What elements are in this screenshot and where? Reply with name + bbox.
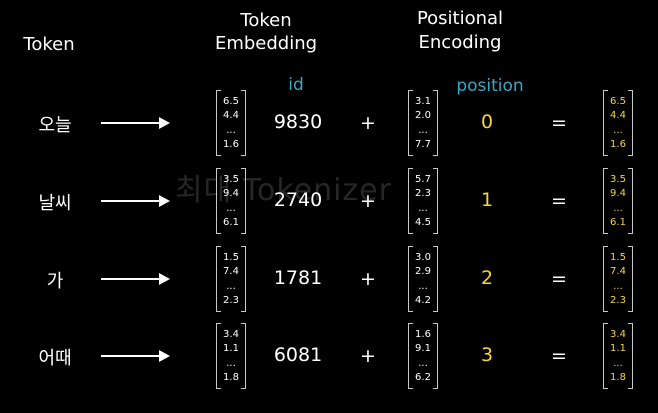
position-value: 2: [480, 267, 494, 289]
vector-value: 9.4: [223, 188, 239, 200]
vector-value: 1.5: [610, 252, 626, 263]
equals-sign: =: [551, 112, 567, 134]
position-value: 3: [480, 344, 494, 366]
token-id: 6081: [273, 344, 323, 366]
header-token-embedding-line1: Token: [240, 10, 292, 31]
vector-value: ...: [226, 357, 236, 369]
vector-value: ...: [418, 202, 428, 214]
vector-value: 7.4: [223, 266, 239, 278]
plus-sign: +: [360, 345, 376, 367]
arrow-icon: [101, 117, 170, 129]
vector-value: 6.1: [223, 216, 239, 228]
vector-value: 9.4: [610, 188, 626, 200]
plus-sign: +: [360, 268, 376, 290]
encoding-vector: 3.0 2.9... 4.2: [408, 246, 438, 312]
equals-sign: =: [551, 345, 567, 367]
vector-value: 1.6: [223, 138, 239, 150]
vector-value: ...: [418, 357, 428, 369]
vector-value: 4.5: [415, 216, 431, 228]
token-label: 날씨: [38, 193, 72, 214]
vector-value: ...: [418, 124, 428, 136]
token-label: 가: [46, 271, 64, 292]
vector-value: 6.1: [610, 216, 626, 228]
vector-value: ...: [226, 280, 236, 292]
vector-value: 6.2: [415, 371, 431, 383]
vector-value: 1.5: [223, 252, 239, 263]
vector-value: 6.5: [223, 96, 239, 107]
vector-value: 3.0: [415, 252, 431, 263]
result-vector: 1.5 7.4... 2.3: [603, 246, 633, 312]
vector-value: 3.1: [415, 96, 431, 107]
embedding-vector: 1.5 7.4... 2.3: [216, 246, 246, 312]
vector-value: ...: [226, 124, 236, 136]
token-label: 어때: [38, 348, 72, 369]
vector-value: 7.7: [415, 138, 431, 150]
result-vector: 6.5 4.4... 1.6: [603, 90, 633, 156]
header-positional-encoding-line2: Encoding: [418, 32, 502, 53]
vector-value: 3.4: [223, 329, 239, 340]
vector-value: 2.3: [610, 294, 626, 306]
encoding-vector: 3.1 2.0... 7.7: [408, 90, 438, 156]
vector-value: 4.4: [610, 110, 626, 122]
vector-value: ...: [418, 280, 428, 292]
position-value: 1: [480, 189, 494, 211]
vector-value: ...: [226, 202, 236, 214]
arrow-icon: [101, 195, 170, 207]
encoding-vector: 1.6 9.1... 6.2: [408, 323, 438, 389]
plus-sign: +: [360, 190, 376, 212]
encoding-vector: 5.7 2.3... 4.5: [408, 168, 438, 234]
token-id: 1781: [273, 267, 323, 289]
vector-value: 1.1: [610, 343, 626, 355]
vector-value: 1.1: [223, 343, 239, 355]
vector-value: ...: [613, 357, 623, 369]
arrow-icon: [101, 273, 170, 285]
equals-sign: =: [551, 190, 567, 212]
vector-value: ...: [613, 202, 623, 214]
header-position: position: [456, 76, 524, 96]
position-value: 0: [480, 111, 494, 133]
vector-value: 2.3: [415, 188, 431, 200]
embedding-vector: 6.5 4.4... 1.6: [216, 90, 246, 156]
vector-value: 6.5: [610, 96, 626, 107]
vector-value: 1.8: [610, 371, 626, 383]
vector-value: 1.8: [223, 371, 239, 383]
header-token-embedding-line2: Embedding: [214, 33, 318, 54]
vector-value: 2.3: [223, 294, 239, 306]
vector-value: ...: [613, 280, 623, 292]
vector-value: 4.4: [223, 110, 239, 122]
arrow-icon: [101, 350, 170, 362]
header-token: Token: [23, 34, 75, 55]
vector-value: 5.7: [415, 174, 431, 185]
vector-value: 7.4: [610, 266, 626, 278]
vector-value: 4.2: [415, 294, 431, 306]
header-id: id: [288, 75, 304, 95]
vector-value: ...: [613, 124, 623, 136]
result-vector: 3.5 9.4... 6.1: [603, 168, 633, 234]
watermark-text: 최대 Tokenizer: [175, 173, 392, 208]
vector-value: 9.1: [415, 343, 431, 355]
header-positional-encoding-line1: Positional: [416, 8, 504, 29]
plus-sign: +: [360, 112, 376, 134]
token-id: 2740: [273, 189, 323, 211]
vector-value: 2.0: [415, 110, 431, 122]
vector-value: 2.9: [415, 266, 431, 278]
equals-sign: =: [551, 268, 567, 290]
token-label: 오늘: [38, 115, 72, 136]
vector-value: 1.6: [610, 138, 626, 150]
vector-value: 1.6: [415, 329, 431, 340]
result-vector: 3.4 1.1... 1.8: [603, 323, 633, 389]
embedding-vector: 3.5 9.4... 6.1: [216, 168, 246, 234]
vector-value: 3.5: [223, 174, 239, 185]
vector-value: 3.4: [610, 329, 626, 340]
token-id: 9830: [273, 111, 323, 133]
embedding-vector: 3.4 1.1... 1.8: [216, 323, 246, 389]
vector-value: 3.5: [610, 174, 626, 185]
